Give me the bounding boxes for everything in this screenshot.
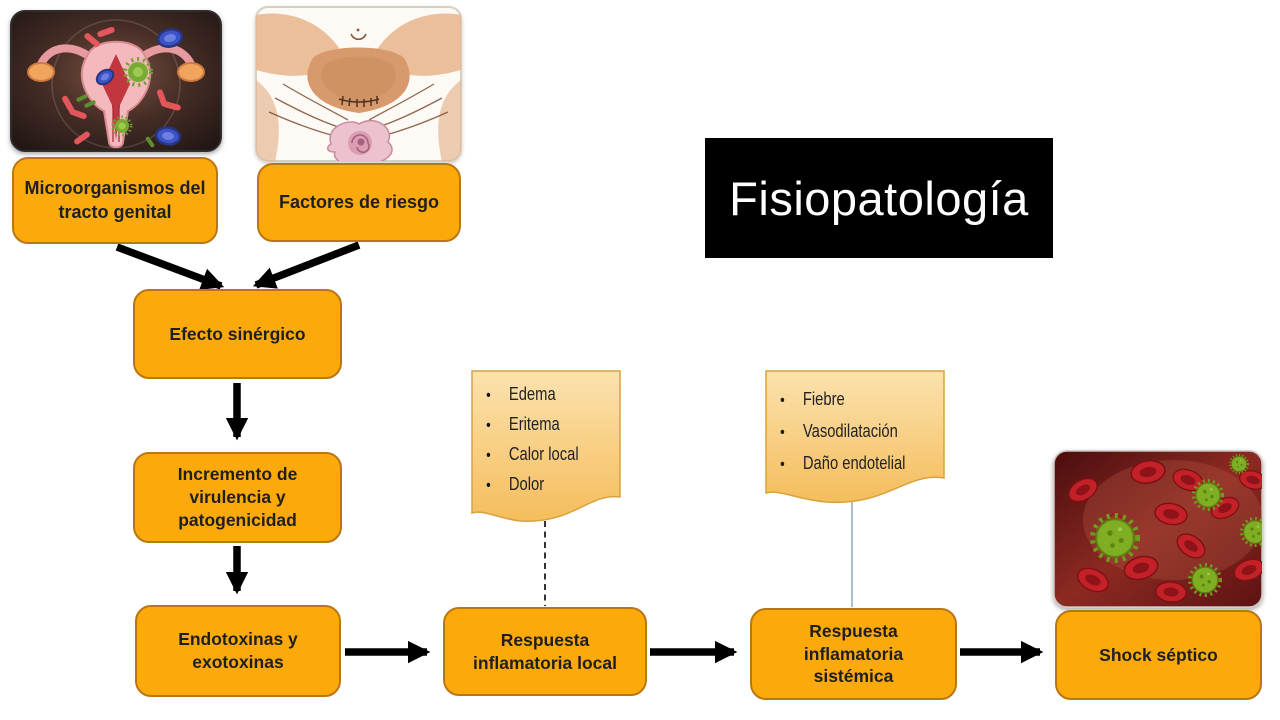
navel-mark (350, 33, 367, 41)
note-item-text: Fiebre (802, 389, 845, 409)
slide-title: Fisiopatología (705, 138, 1053, 258)
node-systemic-response: Respuesta inflamatoria sistémica (750, 608, 957, 700)
arrow-risk-to-synergy (252, 241, 361, 289)
note-item: Fiebre (775, 384, 952, 416)
slide-title-text: Fisiopatología (729, 171, 1029, 225)
node-local-response: Respuesta inflamatoria local (443, 607, 647, 696)
septic-blood-illustration (1053, 450, 1263, 608)
node-label: Respuesta inflamatoria sistémica (803, 620, 904, 687)
node-label: Respuesta inflamatoria local (473, 629, 617, 673)
node-septic-shock: Shock séptico (1055, 610, 1262, 700)
node-synergy: Efecto sinérgico (133, 289, 342, 379)
note-item-text: Calor local (508, 444, 579, 464)
note-item-text: Dolor (508, 474, 545, 494)
node-label: Factores de riesgo (278, 191, 440, 212)
node-label: Endotoxinas y exotoxinas (178, 629, 298, 672)
note-item: Dolor (481, 470, 629, 500)
node-label: Shock séptico (1099, 644, 1218, 665)
note-item: Calor local (481, 440, 629, 470)
note-item-text: Daño endotelial (802, 453, 906, 473)
risk-factors-image (255, 6, 462, 162)
node-toxins: Endotoxinas y exotoxinas (135, 605, 341, 697)
uterus-microorganisms-image (10, 10, 222, 152)
note-item-text: Vasodilatación (802, 421, 898, 441)
blood-cells-image (1053, 450, 1263, 608)
suture-line (338, 95, 380, 107)
note-item: Daño endotelial (775, 448, 952, 480)
node-virulence: Incremento de virulencia y patogenicidad (133, 452, 342, 543)
node-risk-factors: Factores de riesgo (257, 163, 461, 242)
note-item-text: Edema (508, 384, 556, 404)
note-list: Fiebre Vasodilatación Daño endotelial (775, 384, 952, 480)
node-microorganisms: Microorganismos del tracto genital (12, 157, 218, 244)
microorganisms (62, 26, 184, 148)
note-item: Edema (481, 380, 629, 410)
note-local-signs: Edema Eritema Calor local Dolor (471, 370, 621, 525)
note-systemic-signs: Fiebre Vasodilatación Daño endotelial (765, 370, 945, 507)
arrow-micro-to-synergy (115, 243, 225, 290)
note-list: Edema Eritema Calor local Dolor (481, 380, 629, 500)
perineal-rose (327, 119, 393, 161)
postpartum-watercolor-illustration (255, 6, 462, 162)
node-label: Efecto sinérgico (169, 323, 306, 344)
node-label: Microorganismos del tracto genital (24, 178, 206, 222)
node-label: Incremento de virulencia y patogenicidad (177, 464, 298, 530)
uterus-illustration (10, 10, 222, 152)
note-item-text: Eritema (508, 414, 560, 434)
note-item: Eritema (481, 410, 629, 440)
note-item: Vasodilatación (775, 416, 952, 448)
